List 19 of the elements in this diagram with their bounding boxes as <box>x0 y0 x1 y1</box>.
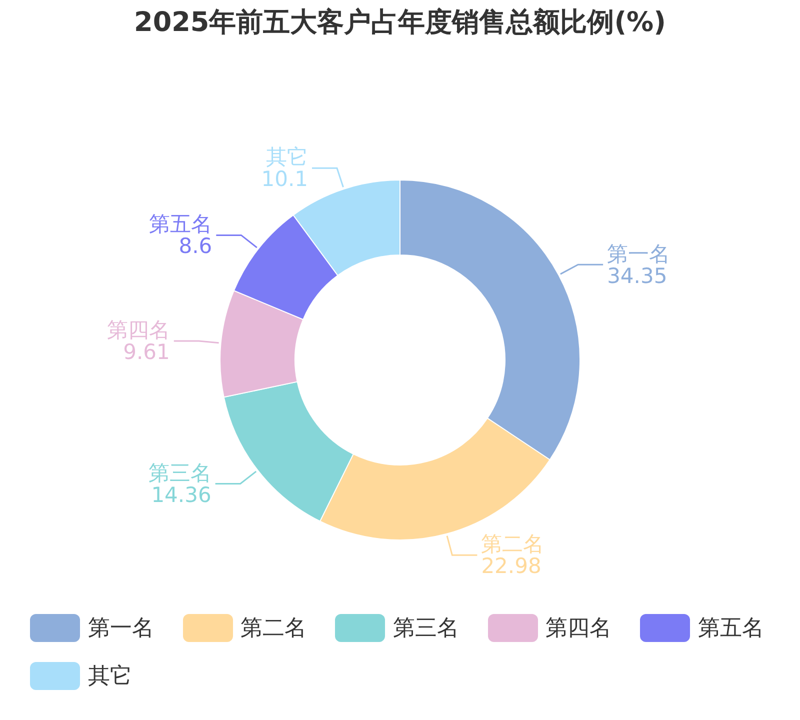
legend-label: 第四名 <box>546 615 612 643</box>
legend-label: 第一名 <box>88 615 154 643</box>
category-label: 第三名 <box>148 462 212 484</box>
value-label: 22.98 <box>481 555 542 578</box>
legend-label: 其它 <box>88 663 132 691</box>
category-label: 第二名 <box>481 533 544 556</box>
legend-label: 第五名 <box>698 615 764 643</box>
legend-label: 第二名 <box>240 615 306 643</box>
value-label: 34.35 <box>607 264 668 287</box>
chart-title: 2025年前五大客户占年度销售总额比例(%) <box>133 6 667 40</box>
category-label: 第四名 <box>106 319 170 342</box>
legend-label: 第三名 <box>393 615 459 643</box>
value-label: 10.1 <box>261 168 308 190</box>
value-label: 8.6 <box>178 235 212 258</box>
category-label: 第一名 <box>607 242 670 265</box>
category-label: 其它 <box>264 146 308 168</box>
value-label: 14.36 <box>151 484 212 506</box>
value-label: 9.61 <box>122 341 170 364</box>
category-label: 第五名 <box>149 213 212 236</box>
